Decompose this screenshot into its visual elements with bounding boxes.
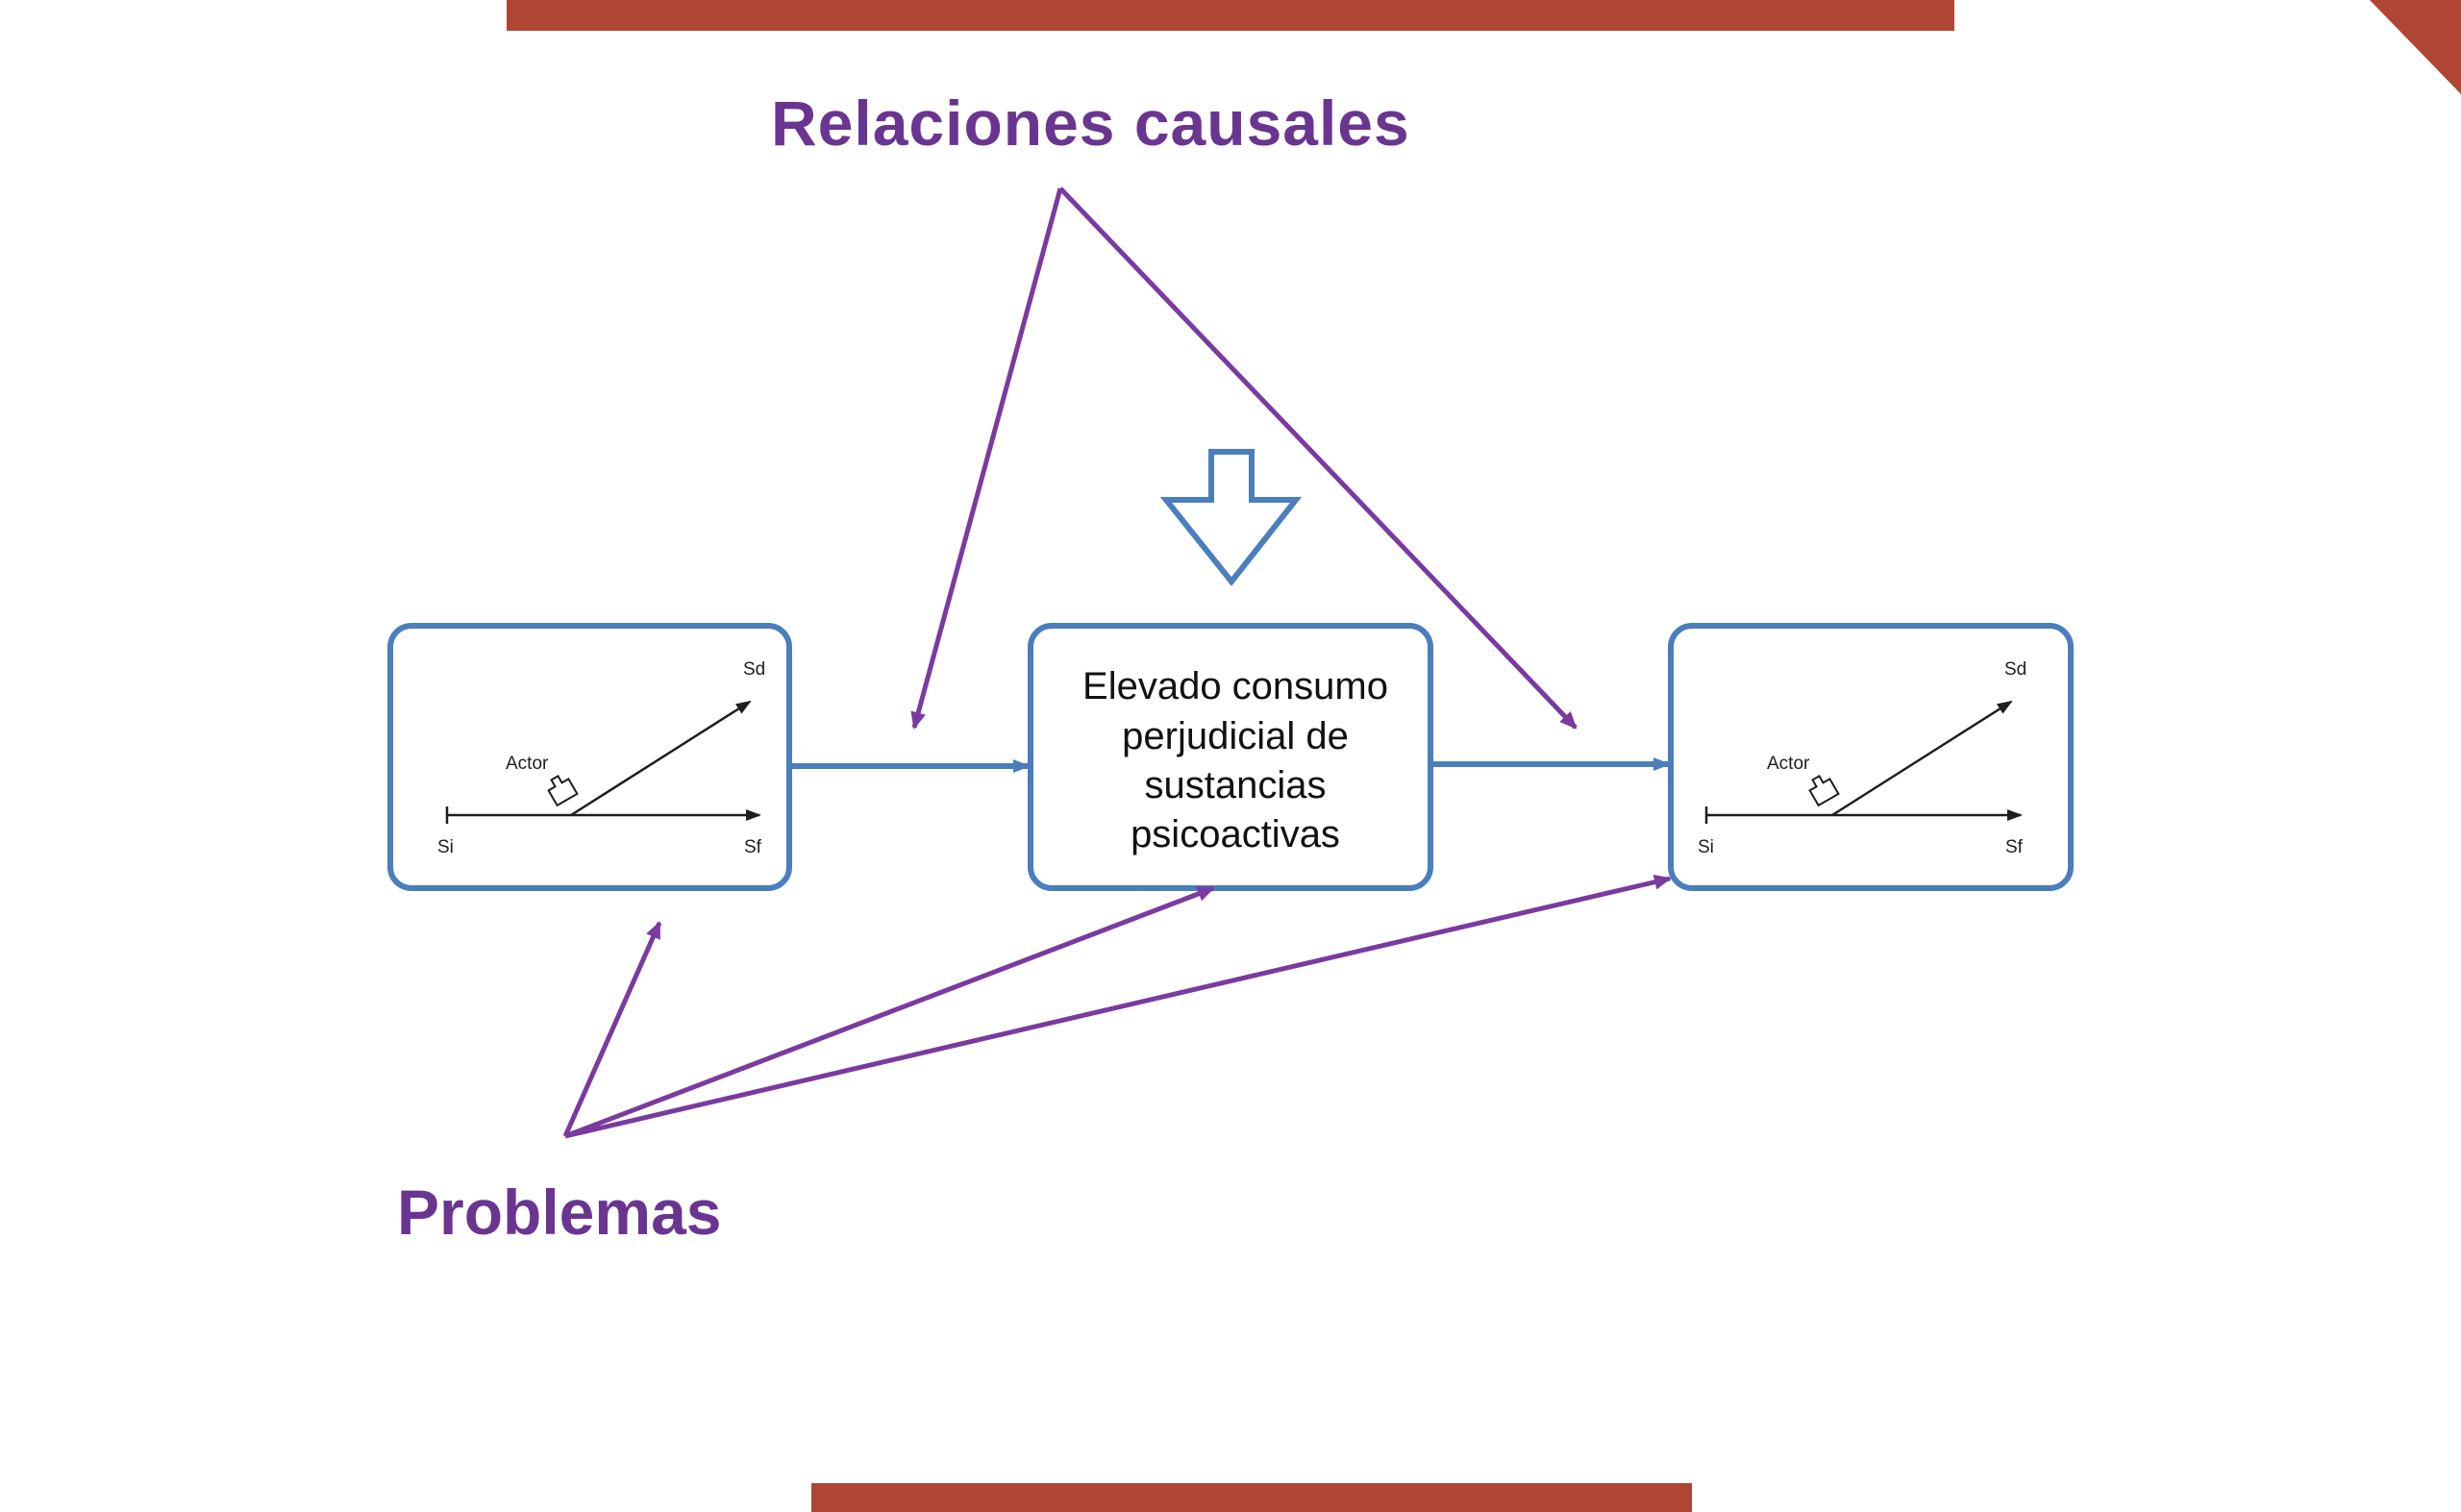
central-line-4: psicoactivas — [1131, 813, 1340, 855]
corner-decor — [2370, 0, 2461, 94]
problem-pointer-left-box — [562, 921, 662, 1138]
central-line-1: Elevado consumo — [1082, 665, 1388, 707]
actor-label: Actor — [506, 754, 549, 774]
problem-pointer-center-box — [564, 885, 1215, 1139]
start-state-label: Si — [437, 837, 454, 857]
start-state-label: Si — [1698, 837, 1714, 857]
actor-label: Actor — [1767, 754, 1810, 774]
bottom-decor-bar — [811, 1483, 1692, 1512]
hand-pointer-icon — [547, 775, 579, 807]
central-problem-box-frame — [1028, 623, 1433, 891]
desired-direction-arrow — [1831, 700, 2013, 817]
desired-state-label: Sd — [2004, 659, 2026, 680]
causal-pointer-left — [910, 187, 1063, 730]
situation-box-left-frame — [387, 623, 792, 891]
top-decor-bar — [507, 0, 1954, 31]
desired-direction-arrow — [570, 700, 752, 817]
hollow-down-arrow-icon — [1159, 449, 1303, 586]
situation-box-right: Actor Sd Si Sf — [1668, 623, 2074, 891]
hand-pointer-icon — [1808, 775, 1840, 807]
central-line-2: perjudicial de — [1122, 715, 1349, 757]
final-state-label: Sf — [744, 837, 762, 857]
situation-box-left: Actor Sd Si Sf — [387, 623, 792, 891]
situation-box-right-frame — [1668, 623, 2074, 891]
problems-label: Problemas — [397, 1177, 721, 1248]
central-line-3: sustancias — [1145, 764, 1327, 806]
central-problem-box: Elevado consumo perjudicial de sustancia… — [1028, 623, 1433, 891]
causal-relations-label: Relaciones causales — [771, 87, 1410, 159]
final-state-label: Sf — [2005, 837, 2024, 857]
desired-state-label: Sd — [743, 659, 765, 680]
causal-pointer-right — [1058, 186, 1578, 730]
problem-pointer-right-box — [564, 874, 1672, 1139]
